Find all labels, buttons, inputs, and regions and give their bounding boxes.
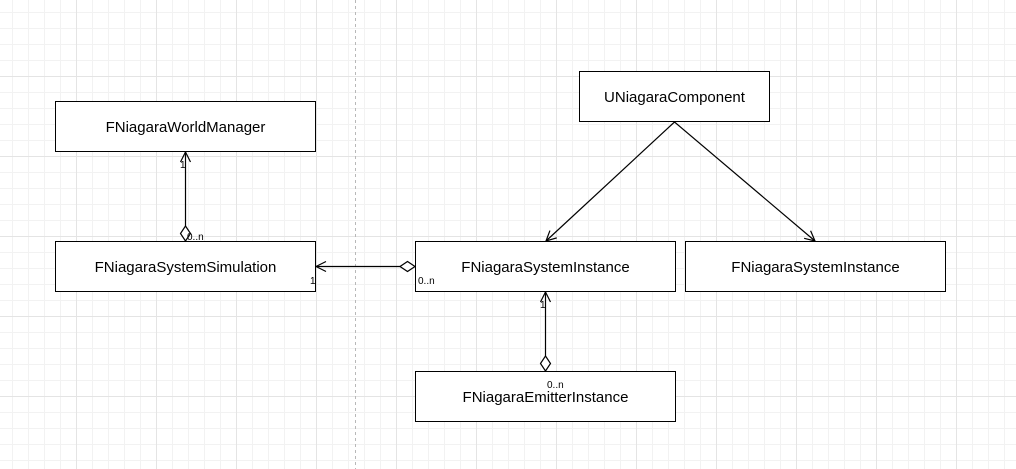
multiplicity-world-manager-end: 1 xyxy=(180,160,186,171)
aggregation-diamond-simulation xyxy=(179,224,192,243)
multiplicity-simulation-right-end: 1 xyxy=(310,276,316,287)
class-box-system-instance-right[interactable]: FNiagaraSystemInstance xyxy=(685,241,946,292)
edge-component-to-instance-left[interactable] xyxy=(546,121,675,241)
multiplicity-instance-left-end: 0..n xyxy=(418,276,435,287)
class-name-system-instance-left: FNiagaraSystemInstance xyxy=(461,259,629,276)
multiplicity-instance-bottom-end: 1 xyxy=(540,300,546,311)
aggregation-diamond-emitter xyxy=(539,354,552,373)
class-box-niagara-component[interactable]: UNiagaraComponent xyxy=(579,71,770,122)
class-name-world-manager: FNiagaraWorldManager xyxy=(106,119,266,136)
class-name-emitter-instance: FNiagaraEmitterInstance xyxy=(463,389,629,406)
class-box-system-simulation[interactable]: FNiagaraSystemSimulation xyxy=(55,241,316,292)
class-name-niagara-component: UNiagaraComponent xyxy=(604,89,746,106)
class-name-system-simulation: FNiagaraSystemSimulation xyxy=(95,259,277,276)
class-box-world-manager[interactable]: FNiagaraWorldManager xyxy=(55,101,316,152)
multiplicity-simulation-top-end: 0..n xyxy=(187,232,204,243)
class-box-emitter-instance[interactable]: FNiagaraEmitterInstance xyxy=(415,371,676,422)
class-box-system-instance-left[interactable]: FNiagaraSystemInstance xyxy=(415,241,676,292)
class-name-system-instance-right: FNiagaraSystemInstance xyxy=(731,259,899,276)
edge-component-to-instance-right[interactable] xyxy=(674,121,816,241)
aggregation-diamond-instance xyxy=(398,260,417,273)
multiplicity-emitter-top-end: 0..n xyxy=(547,380,564,391)
